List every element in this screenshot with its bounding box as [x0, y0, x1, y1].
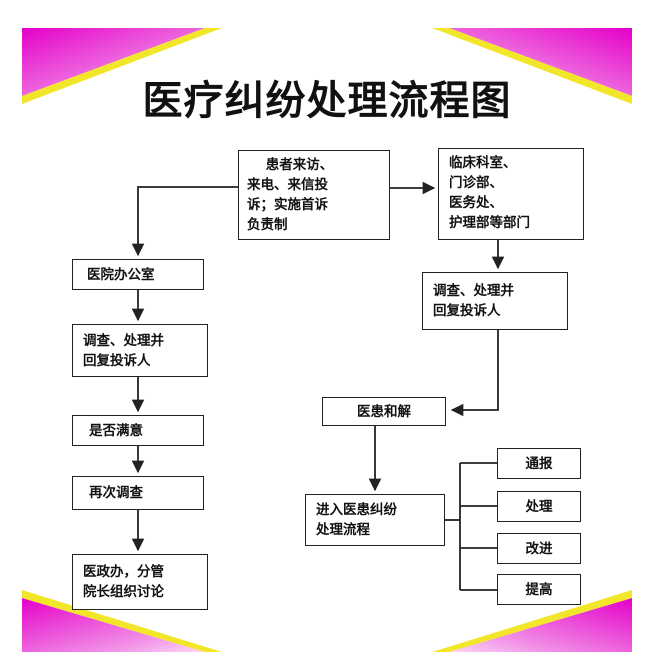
node-handle: 处理: [497, 491, 581, 522]
node-reconcile: 医患和解: [322, 397, 446, 426]
node-improve: 改进: [497, 533, 581, 564]
node-satisfied: 是否满意: [72, 415, 204, 446]
node-hospital-office: 医院办公室: [72, 259, 204, 290]
node-office-investigate: 调查、处理并 回复投诉人: [72, 324, 208, 377]
node-reinvestigate: 再次调查: [72, 476, 204, 510]
diagram-title: 医疗纠纷处理流程图: [142, 78, 512, 124]
corner-top-right-yellow: [432, 28, 632, 104]
node-raise: 提高: [497, 574, 581, 605]
node-notify: 通报: [497, 448, 581, 479]
node-dispute-process: 进入医患纠纷 处理流程: [305, 494, 445, 546]
node-complaint: 患者来访、 来电、来信投 诉；实施首诉 负责制: [238, 150, 390, 240]
node-discussion: 医政办，分管 院长组织讨论: [72, 554, 208, 610]
node-departments: 临床科室、 门诊部、 医务处、 护理部等部门: [438, 148, 584, 240]
node-dept-investigate: 调查、处理并 回复投诉人: [422, 272, 568, 330]
corner-bottom-right-yellow: [432, 590, 632, 652]
corner-top-left-yellow: [22, 28, 222, 104]
